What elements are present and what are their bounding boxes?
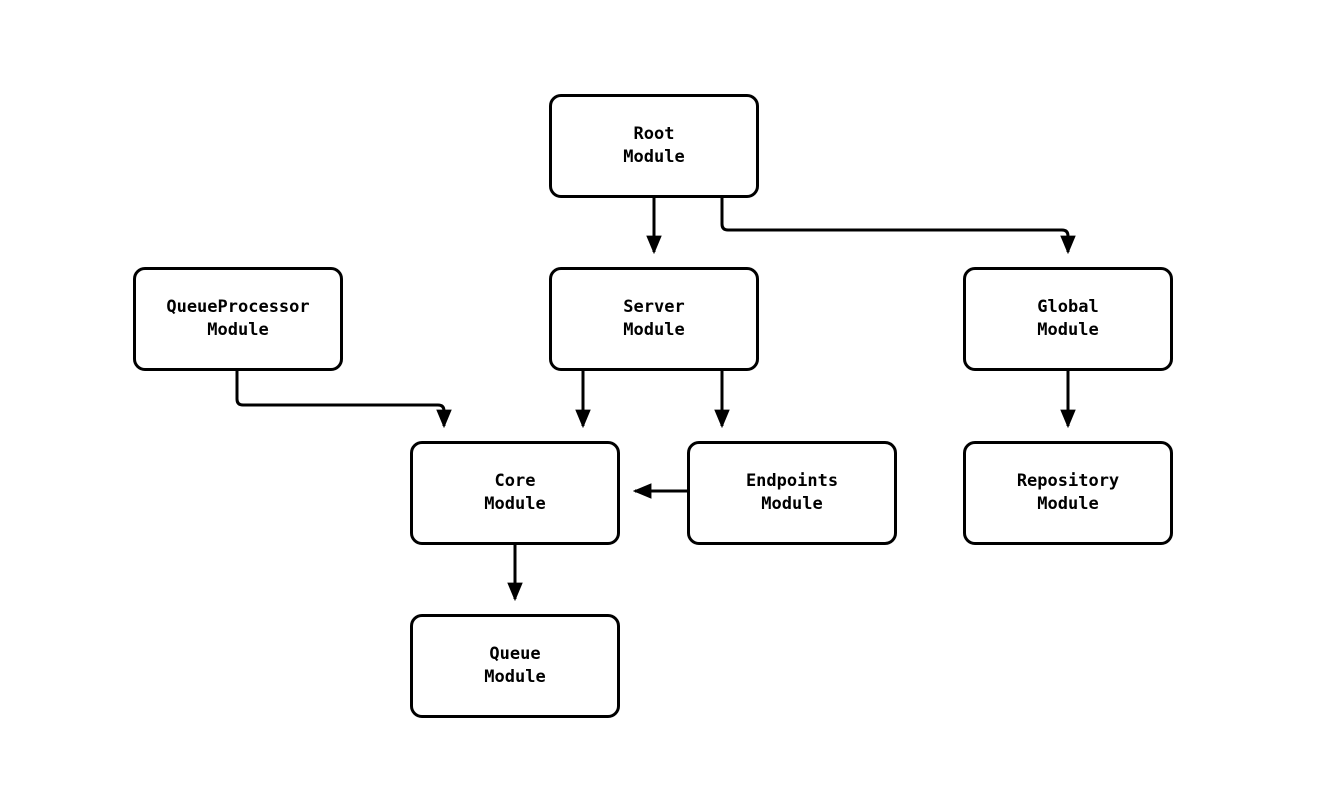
edge-root-to-global xyxy=(720,198,1076,255)
node-queueprocessor-module[interactable]: QueueProcessor Module xyxy=(133,267,343,371)
node-repository-module-label: Repository Module xyxy=(1016,471,1120,514)
node-repository-module[interactable]: Repository Module xyxy=(963,441,1173,545)
node-endpoints-module[interactable]: Endpoints Module xyxy=(687,441,897,545)
node-queueprocessor-module-label: QueueProcessor Module xyxy=(166,297,310,340)
node-core-module-label: Core Module xyxy=(484,471,546,514)
node-core-module[interactable]: Core Module xyxy=(410,441,620,545)
node-server-module-label: Server Module xyxy=(623,297,685,340)
node-global-module[interactable]: Global Module xyxy=(963,267,1173,371)
node-global-module-label: Global Module xyxy=(1037,297,1099,340)
node-queue-module-label: Queue Module xyxy=(484,644,546,687)
node-root-module-label: Root Module xyxy=(623,124,685,167)
node-queue-module[interactable]: Queue Module xyxy=(410,614,620,718)
node-server-module[interactable]: Server Module xyxy=(549,267,759,371)
node-endpoints-module-label: Endpoints Module xyxy=(745,471,839,514)
edge-queueprocessor-to-core xyxy=(235,371,452,429)
node-root-module[interactable]: Root Module xyxy=(549,94,759,198)
